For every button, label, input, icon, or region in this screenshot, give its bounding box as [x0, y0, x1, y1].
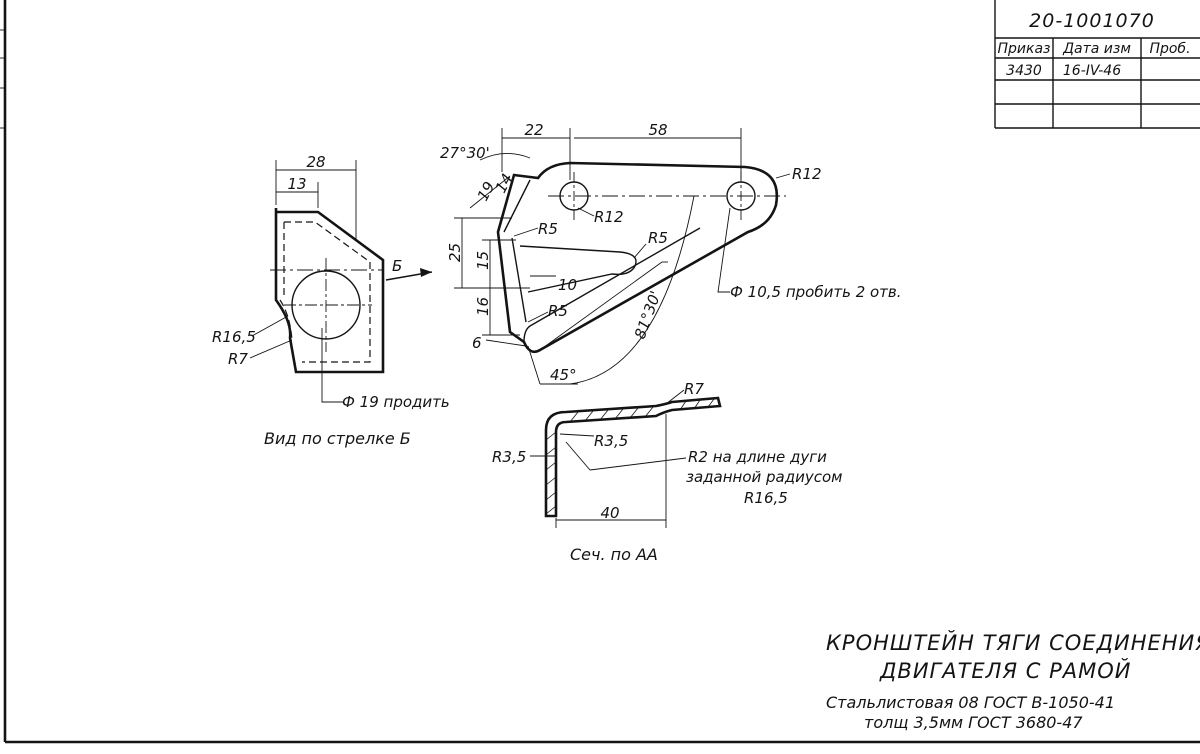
dim-r5-upper: R5 — [538, 220, 558, 238]
section-outline — [544, 396, 722, 518]
dim-section-40: 40 — [600, 504, 619, 522]
side-view-caption: Вид по стрелке Б — [264, 429, 411, 448]
material-line-1: Стальлистовая 08 ГОСТ В-1050-41 — [826, 693, 1115, 712]
label-bore-19: Ф 19 продить — [342, 393, 450, 411]
section-note-line-2: заданной радиусом — [686, 468, 843, 486]
header-change-date: Дата изм — [1062, 41, 1131, 57]
dim-section-r3-5-inner: R3,5 — [594, 432, 628, 450]
part-title-line-1: КРОНШТЕЙН ТЯГИ СОЕДИНЕНИЯ — [826, 630, 1200, 655]
side-view: 28 13 R16,5 R7 Ф 19 продить Вид по стрел… — [212, 153, 450, 448]
part-title-block: КРОНШТЕЙН ТЯГИ СОЕДИНЕНИЯ ДВИГАТЕЛЯ С РА… — [826, 630, 1200, 732]
section-note-line-3: R16,5 — [744, 489, 788, 507]
dim-10: 10 — [558, 276, 577, 294]
part-title-line-2: ДВИГАТЕЛЯ С РАМОЙ — [879, 658, 1131, 683]
section-aa: R7 R3,5 R3,5 R2 на длине дуги заданной р… — [492, 380, 843, 564]
dim-28: 28 — [306, 153, 325, 171]
dim-r12-left: R12 — [594, 208, 624, 226]
header-check: Проб. — [1149, 41, 1190, 57]
label-r16-5: R16,5 — [212, 328, 256, 346]
hole-note: Ф 10,5 пробить 2 отв. — [730, 283, 902, 301]
main-view-slot — [519, 245, 637, 293]
section-hatching — [545, 398, 715, 515]
dim-angle-45: 45° — [550, 366, 577, 384]
drawing-number: 20-1001070 — [1029, 10, 1155, 32]
material-line-2: толщ 3,5мм ГОСТ 3680-47 — [864, 713, 1083, 732]
dim-58: 58 — [648, 121, 667, 139]
dim-15: 15 — [474, 251, 492, 270]
dim-13: 13 — [287, 175, 306, 193]
dim-25: 25 — [446, 243, 464, 262]
view-arrow: Б — [385, 257, 433, 281]
dim-22: 22 — [524, 121, 543, 139]
side-view-hidden-lines — [279, 221, 371, 363]
side-view-outline — [274, 208, 385, 374]
order-number: 3430 — [1006, 63, 1042, 79]
section-caption: Сеч. по АА — [570, 545, 658, 564]
main-view-outline — [496, 161, 779, 354]
dim-r5-lower: R5 — [548, 302, 568, 320]
change-date: 16-IV-46 — [1063, 63, 1121, 79]
dim-r12-right: R12 — [792, 165, 822, 183]
label-r7: R7 — [228, 350, 248, 368]
view-arrow-label: Б — [392, 257, 402, 275]
dim-r5-slot: R5 — [648, 229, 668, 247]
section-note-line-1: R2 на длине дуги — [688, 448, 827, 466]
dim-6: 6 — [472, 334, 482, 352]
header-order: Приказ — [998, 41, 1051, 57]
dim-angle-27-30: 27°30' — [440, 144, 490, 162]
dim-section-r3-5-outer: R3,5 — [492, 448, 526, 466]
dim-section-r7: R7 — [684, 380, 704, 398]
dim-16: 16 — [474, 297, 492, 316]
title-block: 20-1001070 Приказ Дата изм Проб. 3430 16… — [994, 0, 1200, 129]
main-view: 22 58 27°30' 19 14 R12 R12 R5 R5 R5 25 1… — [440, 121, 902, 385]
